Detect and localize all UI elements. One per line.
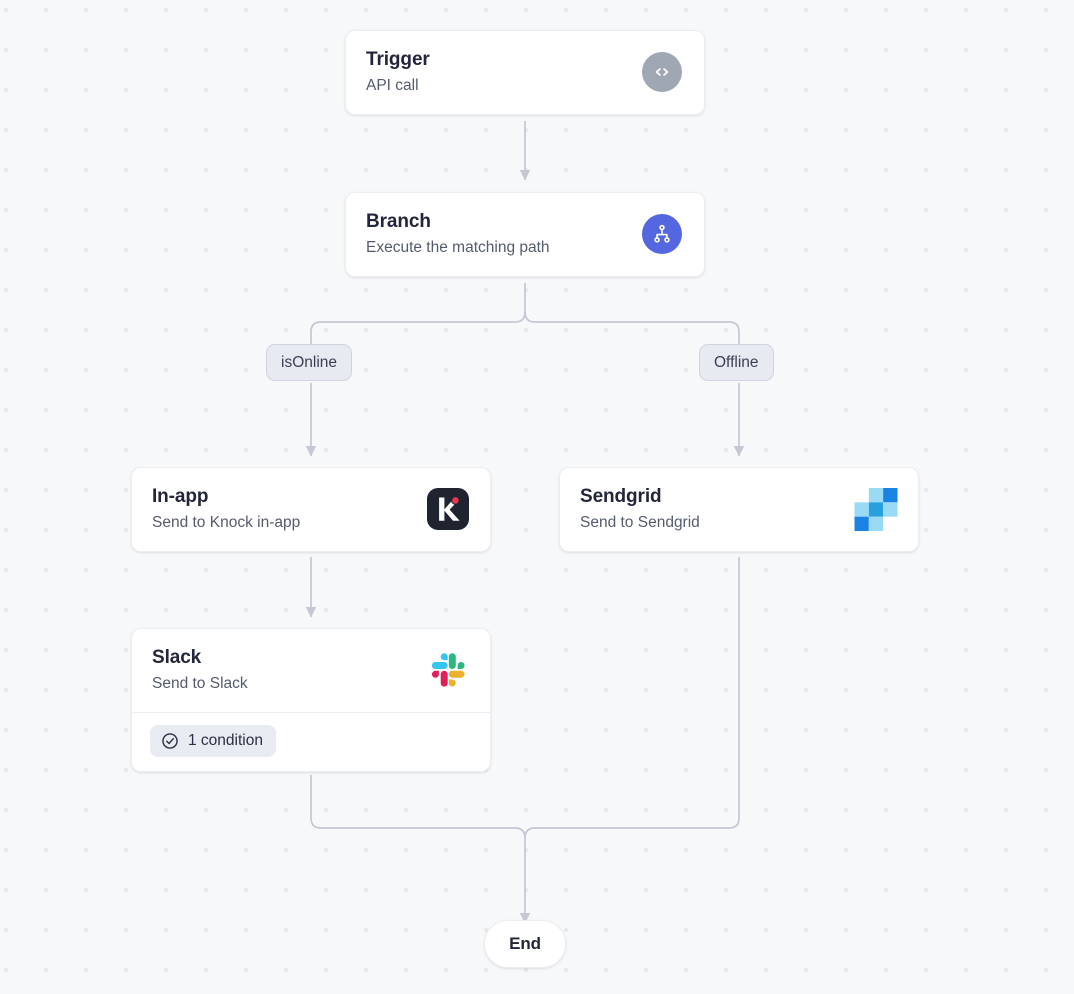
- node-sendgrid-body: Sendgrid Send to Sendgrid: [560, 468, 918, 551]
- branch-path-offline[interactable]: Offline: [699, 344, 774, 381]
- node-trigger-icon-wrap: [640, 50, 684, 94]
- node-in-app-text: In-app Send to Knock in-app: [152, 485, 300, 533]
- node-slack-footer: 1 condition: [132, 712, 490, 771]
- sendgrid-logo-icon: [854, 487, 898, 531]
- node-trigger-subtitle: API call: [366, 77, 419, 94]
- edge-slack-to-end: [310, 775, 531, 924]
- edge-sendgrid-to-end: [524, 557, 740, 839]
- node-trigger-body: Trigger API call: [346, 31, 704, 114]
- node-in-app-title: In-app: [152, 486, 209, 507]
- branch-path-isonline-label: isOnline: [281, 354, 337, 371]
- branch-fork-icon: [642, 214, 682, 254]
- check-circle-icon: [162, 733, 178, 749]
- node-branch-title: Branch: [366, 211, 431, 232]
- node-end[interactable]: End: [484, 920, 566, 968]
- slack-logo-icon: [431, 653, 465, 687]
- node-in-app-body: In-app Send to Knock in-app: [132, 468, 490, 551]
- node-slack-icon-wrap: [426, 648, 470, 692]
- node-in-app-subtitle: Send to Knock in-app: [152, 514, 301, 531]
- node-sendgrid-subtitle: Send to Sendgrid: [580, 514, 700, 531]
- node-branch[interactable]: Branch Execute the matching path: [345, 192, 705, 277]
- node-end-label: End: [509, 934, 541, 953]
- node-trigger[interactable]: Trigger API call: [345, 30, 705, 115]
- node-branch-body: Branch Execute the matching path: [346, 193, 704, 276]
- edge-branch-to-isonline: [310, 311, 526, 344]
- node-sendgrid-icon-wrap: [854, 487, 898, 531]
- node-in-app[interactable]: In-app Send to Knock in-app: [131, 467, 491, 552]
- node-slack-subtitle: Send to Slack: [152, 675, 248, 692]
- node-slack-text: Slack Send to Slack: [152, 646, 248, 694]
- knock-logo-icon: [427, 488, 469, 530]
- node-trigger-text: Trigger API call: [366, 48, 430, 96]
- node-slack-body: Slack Send to Slack: [132, 629, 490, 712]
- branch-path-offline-label: Offline: [714, 354, 759, 371]
- slack-condition-badge[interactable]: 1 condition: [150, 725, 276, 757]
- node-sendgrid-text: Sendgrid Send to Sendgrid: [580, 485, 700, 533]
- slack-condition-label: 1 condition: [188, 732, 263, 749]
- node-in-app-icon-wrap: [426, 487, 470, 531]
- code-brackets-icon: [642, 52, 682, 92]
- node-sendgrid-title: Sendgrid: [580, 486, 662, 507]
- node-sendgrid[interactable]: Sendgrid Send to Sendgrid: [559, 467, 919, 552]
- node-branch-icon-wrap: [640, 212, 684, 256]
- node-branch-text: Branch Execute the matching path: [366, 210, 550, 258]
- node-branch-subtitle: Execute the matching path: [366, 239, 550, 256]
- branch-path-isonline[interactable]: isOnline: [266, 344, 352, 381]
- node-trigger-title: Trigger: [366, 49, 430, 70]
- node-slack[interactable]: Slack Send to Slack: [131, 628, 491, 772]
- edge-branch-to-offline: [524, 311, 740, 344]
- node-slack-title: Slack: [152, 647, 202, 668]
